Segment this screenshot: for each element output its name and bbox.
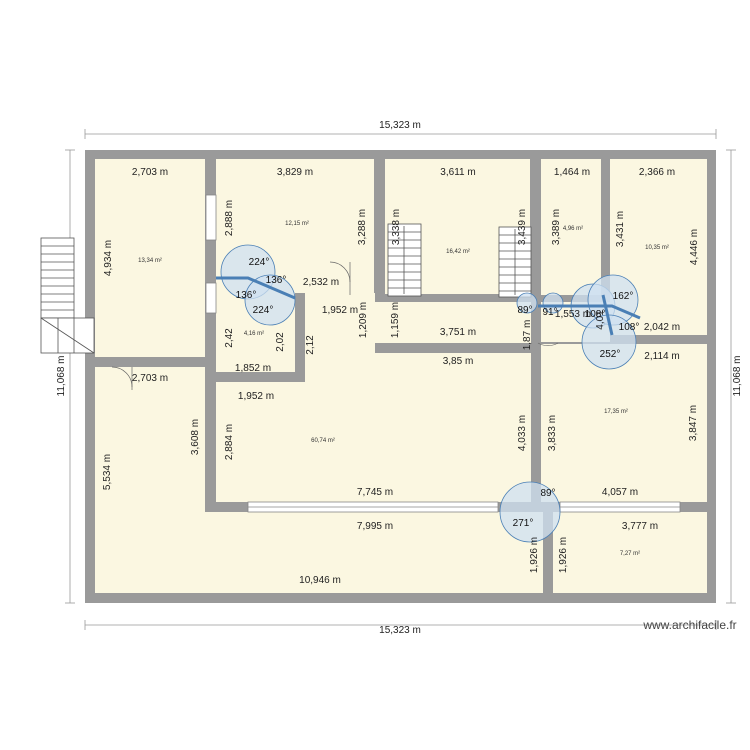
staircase-2 <box>498 226 532 298</box>
angle-252: 252° <box>600 349 621 360</box>
angle-224-bottom: 224° <box>253 305 274 316</box>
dim-h-7995: 7,995 m <box>357 521 393 532</box>
dim-v-5534: 5,534 m <box>102 454 113 490</box>
room-bottom-right <box>553 512 707 593</box>
area-top-left: 13,34 m² <box>138 258 162 264</box>
dim-v-4934: 4,934 m <box>103 240 114 276</box>
dim-h-1952b: 1,952 m <box>238 391 274 402</box>
dim-h-1852: 1,852 m <box>235 363 271 374</box>
area-bath: 4,16 m² <box>244 331 264 337</box>
dim-v-1926a: 1,926 m <box>529 537 540 573</box>
overall-height-right: 11,068 m <box>732 356 743 397</box>
room-bottom-strip <box>95 512 543 593</box>
overall-height-left: 11,068 m <box>56 356 67 397</box>
dim-v-3608: 3,608 m <box>190 419 201 455</box>
angle-136-top: 136° <box>266 275 287 286</box>
dim-v-4446: 4,446 m <box>689 229 700 265</box>
dim-v-3389: 3,389 m <box>551 209 562 245</box>
dim-v-1209: 1,209 m <box>358 302 369 338</box>
dim-v-3833: 3,833 m <box>547 415 558 451</box>
dim-room3: 3,611 m <box>440 167 475 178</box>
staircase-1 <box>387 223 422 297</box>
angle-271: 271° <box>513 518 534 529</box>
angle-108-top: 108° <box>585 309 606 320</box>
dim-v-1926b: 1,926 m <box>558 537 569 573</box>
dim-h-3777: 3,777 m <box>622 521 658 532</box>
dim-v-1159: 1,159 m <box>390 302 401 338</box>
watermark: www.archifacile.fr <box>642 618 736 632</box>
dim-h-10946: 10,946 m <box>299 575 341 586</box>
angle-91: 91° <box>542 307 557 318</box>
overall-width-top: 15,323 m <box>379 120 421 131</box>
dim-h-7745: 7,745 m <box>357 487 393 498</box>
dim-h-4057: 4,057 m <box>602 487 638 498</box>
dim-v-212: 2,12 <box>305 335 316 355</box>
door-swings <box>111 261 559 390</box>
angle-162: 162° <box>613 291 634 302</box>
area-right-mid: 17,35 m² <box>604 409 628 415</box>
dim-room4: 1,464 m <box>554 167 590 178</box>
dim-h-1553: 1,553 m <box>555 309 591 320</box>
door-angle-lines <box>216 276 641 336</box>
dim-v-187: 1,87 m <box>522 320 533 351</box>
dim-v-202: 2,02 <box>275 332 286 352</box>
room-main-top <box>216 382 531 502</box>
angle-89-bottom: 89° <box>540 488 555 499</box>
dim-top-left: 2,703 m <box>132 167 168 178</box>
dim-v-2884: 2,884 m <box>224 424 235 460</box>
area-stairs: 16,42 m² <box>446 249 470 255</box>
dim-v-3431: 3,431 m <box>615 211 626 247</box>
angle-89-stairs: 89° <box>517 305 532 316</box>
exterior-staircase <box>40 237 95 354</box>
room-top-left <box>95 159 205 357</box>
dim-v-2888: 2,888 m <box>224 200 235 236</box>
dim-room2: 3,829 m <box>277 167 313 178</box>
angle-136-left: 136° <box>236 290 257 301</box>
dim-v-3847: 3,847 m <box>688 405 699 441</box>
room-main-connector <box>305 353 531 383</box>
area-room2: 12,15 m² <box>285 221 309 227</box>
dim-v-3338: 3,338 m <box>391 209 402 245</box>
dim-v-4033: 4,033 m <box>517 415 528 451</box>
dim-v-3439: 3,439 m <box>517 209 528 245</box>
dim-h-2532: 2,532 m <box>303 277 339 288</box>
room-small <box>541 159 601 295</box>
area-small: 4,96 m² <box>563 226 583 232</box>
corridor-b <box>375 302 531 343</box>
angle-108-right: 108° <box>619 322 640 333</box>
dim-h-385: 3,85 m <box>443 356 474 367</box>
overall-width-bottom: 15,323 m <box>379 625 421 636</box>
windows <box>205 194 681 513</box>
dim-v-3288: 3,288 m <box>357 209 368 245</box>
dim-room5: 2,366 m <box>639 167 675 178</box>
dim-v-242: 2,42 <box>224 328 235 348</box>
dim-h-1952a: 1,952 m <box>322 305 358 316</box>
dim-h-2042: 2,042 m <box>644 322 680 333</box>
dim-h-2703b: 2,703 m <box>132 373 168 384</box>
dim-h-2114: 2,114 m <box>644 351 679 362</box>
area-bottom-right: 7,27 m² <box>620 551 640 557</box>
area-main: 60,74 m² <box>311 438 335 444</box>
area-right: 10,35 m² <box>645 245 669 251</box>
dim-h-3751: 3,751 m <box>440 327 476 338</box>
dim-v-401: 4,01 <box>595 310 606 330</box>
outer-dimension-lines <box>65 129 736 630</box>
angle-224-top: 224° <box>249 257 270 268</box>
room-right-mid <box>541 344 707 502</box>
